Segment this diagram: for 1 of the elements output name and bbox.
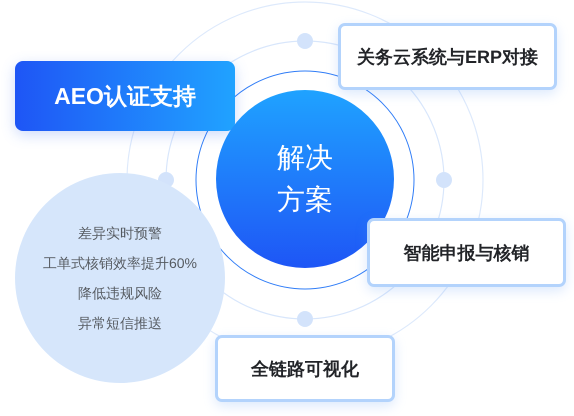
feature-title: 全链路可视化 — [251, 358, 359, 380]
